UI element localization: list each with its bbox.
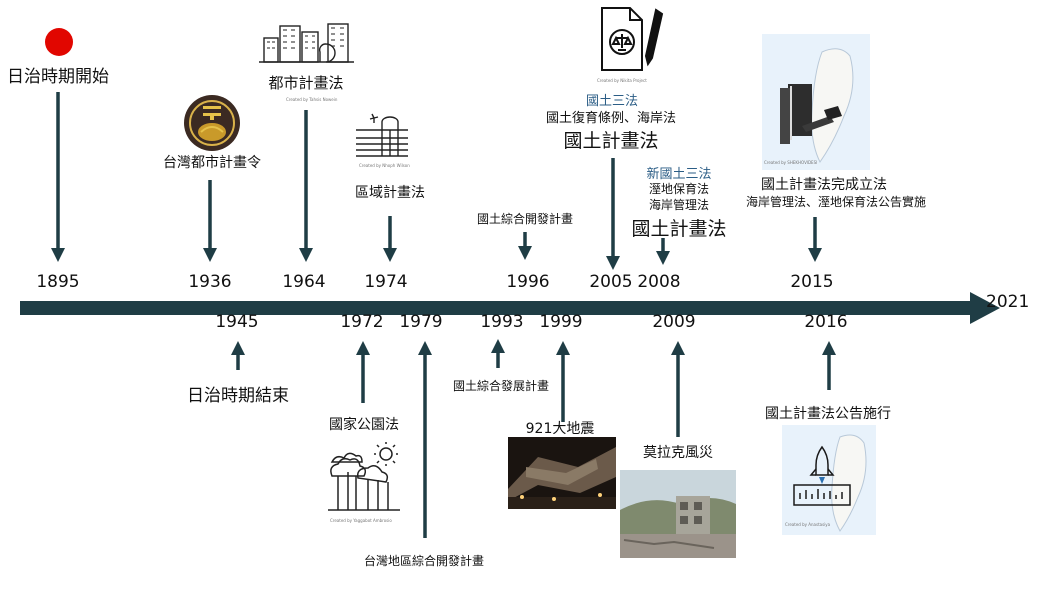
taiwan-rocket-icon (782, 425, 876, 535)
year-1964: 1964 (282, 272, 326, 292)
event-1974-label: 區域計畫法 (355, 185, 425, 201)
year-1979: 1979 (399, 312, 443, 332)
event-1895-label: 日治時期開始 (7, 67, 109, 87)
city-buildings-icon (258, 18, 354, 64)
countryside-icon (354, 110, 410, 160)
event-1993-label: 國土綜合發展計畫 (452, 379, 549, 393)
event-1964-label: 都市計畫法 (268, 74, 344, 92)
year-2015: 2015 (790, 272, 834, 292)
event-2008-heading: 新國土三法 (646, 167, 712, 182)
countryside-icon-credit: Created by Nhoph Wilson (359, 163, 410, 168)
year-1972: 1972 (340, 312, 384, 332)
year-2008: 2008 (637, 272, 681, 292)
year-1999: 1999 (539, 312, 583, 332)
forest-icon-credit: Created by Yaggabot Ambrosio (330, 518, 392, 523)
event-1979-label: 台灣地區綜合開發計畫 (363, 554, 484, 568)
year-2009: 2009 (652, 312, 696, 332)
timeline-axis (20, 292, 1020, 324)
event-1945-label: 日治時期結束 (187, 386, 289, 406)
typhoon-morakot-photo (620, 470, 736, 558)
event-2008-label: 國土計畫法 (631, 218, 727, 240)
event-1999-label: 921大地震 (525, 421, 595, 437)
taiwan-rocket-icon-credit: Created by Anastasiya (785, 522, 831, 527)
event-2005-heading: 國土三法 (585, 94, 638, 109)
event-1996-label: 國土綜合開發計畫 (476, 212, 573, 226)
event-2008-line1: 溼地保育法 (648, 182, 709, 196)
event-2015-sublabel: 海岸管理法、溼地保育法公告實施 (745, 195, 926, 209)
event-2009-label: 莫拉克風災 (643, 445, 713, 461)
taiwan-emblem-icon (183, 94, 241, 152)
year-2016: 2016 (804, 312, 848, 332)
taiwan-law-icon-credit: Created by SHEKHOVIDESI (764, 160, 818, 165)
year-1996: 1996 (506, 272, 550, 292)
event-2005-subtext: 國土復育條例、海岸法 (545, 111, 676, 126)
earthquake-photo (508, 437, 616, 509)
year-1945: 1945 (215, 312, 259, 332)
taiwan-law-book-icon (762, 34, 870, 170)
event-2005-label: 國土計畫法 (563, 130, 659, 152)
event-2008-line2: 海岸管理法 (648, 198, 709, 212)
year-1993: 1993 (480, 312, 524, 332)
contract-icon-credit: Created by Nikita Project (597, 78, 647, 83)
timeline-axis-arrow (20, 292, 1000, 324)
red-sun-icon (45, 28, 73, 56)
buildings-icon-credit: Created by Tahsis Nowein (286, 97, 338, 102)
year-1936: 1936 (188, 272, 232, 292)
year-1895: 1895 (36, 272, 80, 292)
year-2005: 2005 (589, 272, 633, 292)
forest-icon (326, 442, 402, 514)
event-1936-label: 台灣都市計畫令 (163, 155, 261, 171)
year-1974: 1974 (364, 272, 408, 292)
timeline-end-year: 2021 (986, 292, 1030, 312)
event-1972-label: 國家公園法 (329, 417, 399, 433)
event-2016-label: 國土計畫法公告施行 (765, 406, 891, 422)
event-2015-label: 國土計畫法完成立法 (761, 177, 887, 193)
contract-icon (598, 6, 670, 74)
